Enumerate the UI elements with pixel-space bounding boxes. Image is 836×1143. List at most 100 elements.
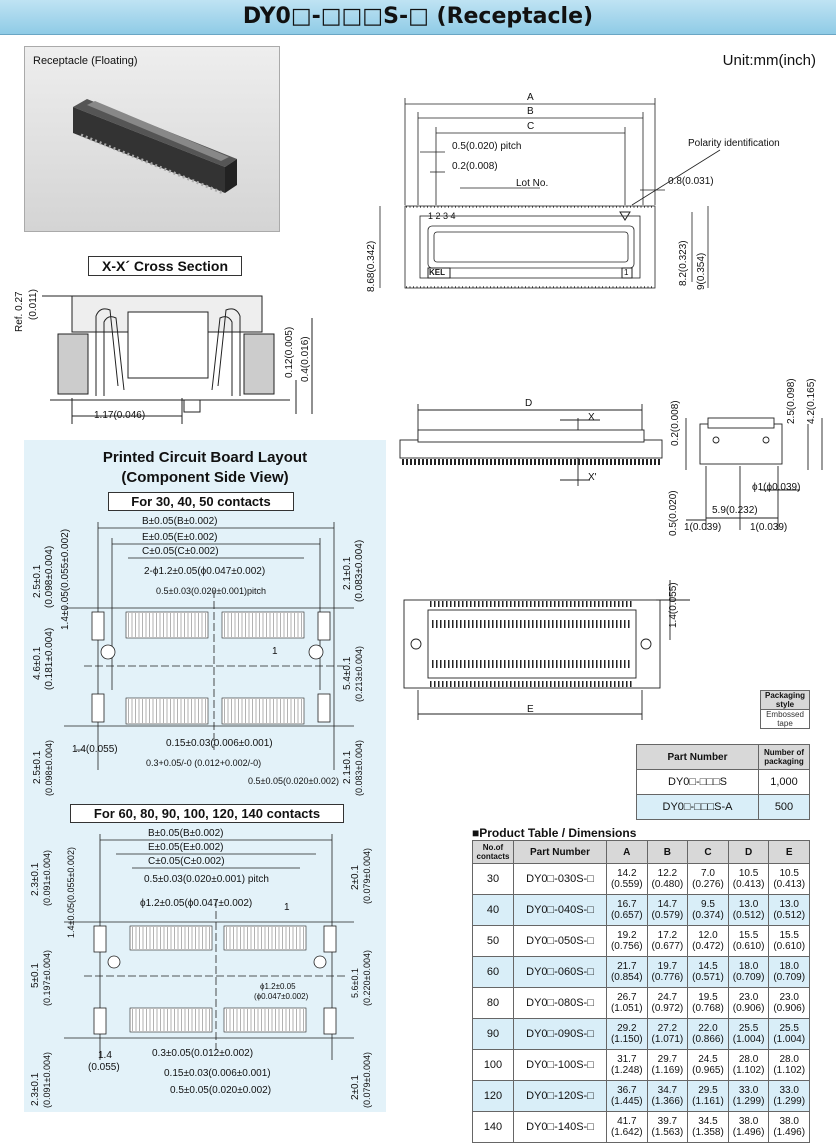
top-view-drawing — [379, 98, 721, 289]
dim-e: E — [527, 704, 534, 715]
g2-pitch: 0.5±0.03(0.020±0.001) pitch — [144, 874, 269, 885]
g2-hole2-inch: (ϕ0.047±0.002) — [254, 992, 309, 1001]
value-mm: 25.5 — [779, 1023, 799, 1034]
dimension-cell: 34.7(1.366) — [646, 1080, 689, 1112]
value-inch: (1.150) — [610, 1034, 643, 1045]
value-mm: 10.5 — [738, 868, 759, 879]
contacts-cell: 30 — [472, 863, 514, 895]
product-photo: Receptacle (Floating) — [24, 46, 280, 232]
part-number-cell: DY0□-030S-□ — [513, 863, 607, 895]
value-inch: (1.071) — [651, 1034, 684, 1045]
part-number-cell: DY0□-100S-□ — [513, 1049, 607, 1081]
value-mm: 14.7 — [657, 899, 678, 910]
contacts-cell: 50 — [472, 925, 514, 957]
value-inch: (0.571) — [692, 972, 724, 983]
value-mm: 28.0 — [738, 1054, 759, 1065]
dim-c: C — [527, 121, 535, 132]
dimension-cell: 29.2(1.150) — [606, 1018, 648, 1050]
value-mm: 12.0 — [698, 930, 718, 941]
value-inch: (1.248) — [610, 1065, 643, 1076]
polarity-label: Polarity identification — [688, 138, 780, 149]
g1-width-03: 0.3+0.05/-0 (0.012+0.002/-0) — [146, 758, 262, 768]
value-mm: 60 — [486, 965, 500, 978]
value-mm: 13.0 — [779, 899, 799, 910]
contacts-cell: 90 — [472, 1018, 514, 1050]
part-number-table: Part Number Number of packaging DY0□-□□□… — [636, 744, 810, 820]
g1-left-46-inch: (0.181±0.004) — [44, 627, 55, 690]
g1-hole: 2-ϕ1.2±0.05(ϕ0.047±0.002) — [144, 566, 266, 577]
part-number-cell: DY0□-□□□S-A — [636, 794, 759, 820]
g2-hole: ϕ1.2±0.05(ϕ0.047±0.002) — [140, 898, 253, 909]
value-inch: (0.512) — [773, 910, 806, 921]
value-inch: (0.472) — [692, 941, 724, 952]
value-inch: (0.276) — [692, 879, 724, 890]
kel-logo: KEL — [429, 268, 445, 277]
value-inch: (1.642) — [610, 1127, 643, 1138]
dimension-cell: 14.7(0.579) — [646, 894, 689, 926]
packaging-number-cell: 500 — [758, 794, 810, 820]
table-row: DY0□-□□□S-A 500 — [636, 794, 810, 820]
g1-dim-b: B±0.05(B±0.002) — [142, 516, 218, 527]
dimension-cell: 14.5(0.571) — [687, 956, 729, 988]
terminal-marks: 1 2 3 4 — [428, 211, 456, 221]
value-mm: 38.0 — [779, 1116, 799, 1127]
gap-label: 0.2(0.008) — [452, 161, 498, 172]
g2-left-5-inch: (0.197±0.004) — [42, 950, 52, 1006]
g1-dim-e: E±0.05(E±0.002) — [142, 532, 218, 543]
col-part-number: Part Number — [513, 840, 607, 864]
value-mm: 24.7 — [657, 992, 678, 1003]
dimension-cell: 14.2(0.559) — [606, 863, 648, 895]
g1-pitch: 0.5±0.03(0.020±0.001)pitch — [156, 586, 266, 596]
value-mm: 38.0 — [738, 1116, 759, 1127]
part-number-cell: DY0□-040S-□ — [513, 894, 607, 926]
value-inch: (1.004) — [773, 1034, 806, 1045]
g2-left-5: 5±0.1 — [30, 963, 41, 988]
part-number-cell: DY0□-060S-□ — [513, 956, 607, 988]
value-mm: 18.0 — [779, 961, 799, 972]
g2-hole2: ϕ1.2±0.05 — [260, 982, 296, 991]
value-inch: (1.004) — [732, 1034, 765, 1045]
value-mm: DY0□-080S-□ — [526, 996, 594, 1009]
part-number-cell: DY0□-□□□S — [636, 769, 759, 795]
value-mm: 13.0 — [738, 899, 759, 910]
value-mm: 9.5 — [701, 899, 715, 910]
g1-width-05: 0.5±0.05(0.020±0.002) — [248, 776, 339, 786]
value-mm: 14.2 — [617, 868, 637, 879]
value-mm: DY0□-090S-□ — [526, 1027, 594, 1040]
value-mm: 80 — [486, 996, 500, 1009]
value-inch: (1.169) — [651, 1065, 684, 1076]
dim-d: D — [525, 398, 533, 409]
value-mm: 41.7 — [617, 1116, 637, 1127]
dimension-cell: 29.5(1.161) — [687, 1080, 729, 1112]
dimension-cell: 26.7(1.051) — [606, 987, 648, 1019]
connector-illustration — [73, 99, 237, 195]
value-inch: (0.657) — [610, 910, 643, 921]
value-mm: 29.5 — [698, 1085, 718, 1096]
value-mm: 18.0 — [738, 961, 759, 972]
value-mm: 22.0 — [698, 1023, 718, 1034]
value-inch: (0.413) — [732, 879, 765, 890]
offset-label: 0.8(0.031) — [668, 176, 714, 187]
value-mm: 10.5 — [779, 868, 799, 879]
value-inch: (0.579) — [651, 910, 684, 921]
value-mm: DY0□-140S-□ — [526, 1120, 594, 1133]
col-c: C — [687, 840, 729, 864]
value-inch: (1.366) — [651, 1096, 684, 1107]
pcb-title-line2: (Component Side View) — [121, 469, 289, 486]
value-inch: (0.374) — [692, 910, 724, 921]
value-mm: DY0□-100S-□ — [526, 1058, 594, 1071]
dimension-cell: 41.7(1.642) — [606, 1111, 648, 1143]
g2-width-05: 0.5±0.05(0.020±0.002) — [170, 1085, 272, 1096]
contacts-cell: 80 — [472, 987, 514, 1019]
part-number-cell: DY0□-080S-□ — [513, 987, 607, 1019]
dimension-cell: 21.7(0.854) — [606, 956, 648, 988]
value-mm: 27.2 — [657, 1023, 678, 1034]
value-mm: DY0□-120S-□ — [526, 1089, 594, 1102]
g2-left-23-inch: (0.091±0.004) — [42, 850, 52, 906]
dimension-cell: 15.5(0.610) — [768, 925, 810, 957]
value-mm: 14.5 — [698, 961, 718, 972]
col-contacts: No.of contacts — [472, 840, 514, 864]
dimension-cell: 22.0(0.866) — [687, 1018, 729, 1050]
value-inch: (0.512) — [732, 910, 765, 921]
